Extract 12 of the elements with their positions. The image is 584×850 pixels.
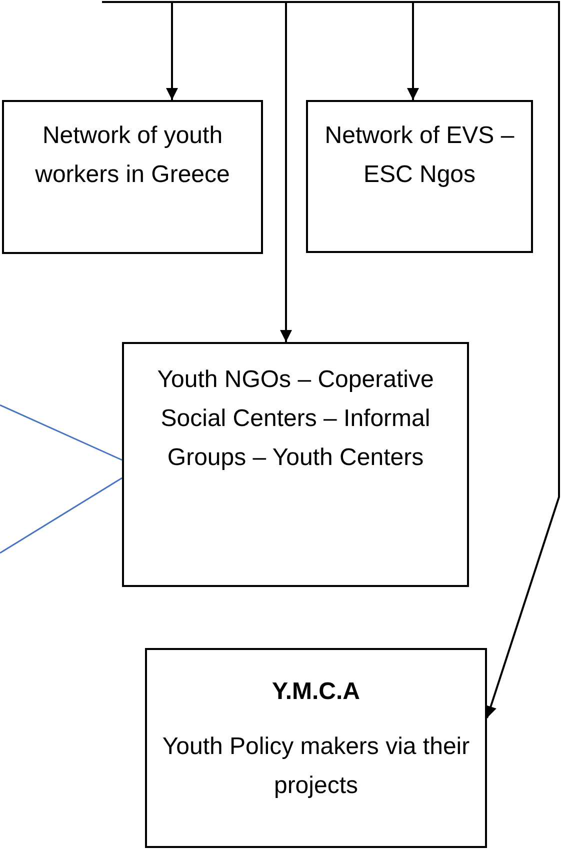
process-box <box>306 100 533 253</box>
connector-line <box>0 477 122 554</box>
box-text: Youth NGOs – Coperative Social Centers – Informal Groups – Youth Centers <box>156 365 435 473</box>
process-box <box>2 100 263 254</box>
box-text: Network of youth workers in Greece <box>34 121 231 190</box>
box-heading: Y.M.C.A <box>272 677 360 707</box>
box-text: Youth Policy makers via their projects <box>161 732 471 801</box>
process-box <box>122 342 469 587</box>
process-box <box>145 648 487 848</box>
connector-line <box>0 404 122 461</box>
arrow <box>102 1 560 718</box>
box-text: Network of EVS – ESC Ngos <box>324 121 516 190</box>
